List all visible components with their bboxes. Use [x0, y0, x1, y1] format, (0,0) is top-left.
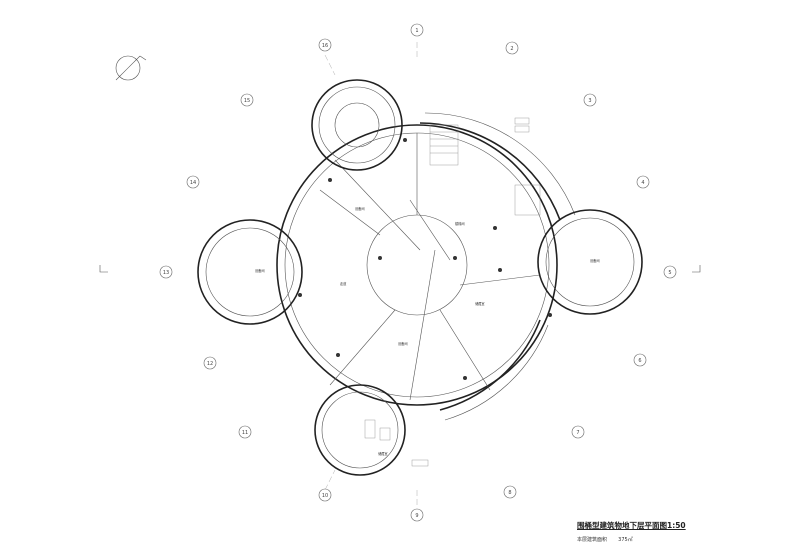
room-label: 走道	[340, 281, 347, 286]
svg-text:3: 3	[588, 98, 591, 104]
drawing-title: 围桶型建筑物地下层平面图1:50	[577, 521, 686, 530]
grid-bubble-16: 16	[318, 38, 332, 52]
grid-bubble-5: 5	[663, 265, 677, 279]
room-label: 设备间	[398, 341, 408, 346]
crop-marks	[99, 265, 701, 273]
main-building-rings	[276, 112, 576, 421]
south-equipment	[364, 419, 391, 441]
columns	[298, 138, 552, 380]
svg-text:8: 8	[508, 490, 511, 496]
room-label: 设备间	[255, 268, 265, 273]
area-note: 本层建筑面积 375㎡	[577, 536, 686, 543]
north-arrow-icon	[115, 55, 147, 81]
svg-text:16: 16	[322, 43, 328, 49]
grid-bubble-10: 10	[318, 488, 332, 502]
grid-bubble-4: 4	[636, 175, 650, 189]
svg-text:7: 7	[576, 430, 579, 436]
grid-bubble-14: 14	[186, 175, 200, 189]
svg-text:11: 11	[242, 430, 248, 436]
grid-bubble-8: 8	[503, 485, 517, 499]
svg-text:2: 2	[510, 46, 513, 52]
title-block: 围桶型建筑物地下层平面图1:50 本层建筑面积 375㎡	[577, 520, 686, 543]
svg-text:14: 14	[190, 180, 196, 186]
grid-bubble-6: 6	[633, 353, 647, 367]
area-label: 本层建筑面积	[577, 537, 608, 543]
grid-bubble-3: 3	[583, 93, 597, 107]
svg-text:9: 9	[415, 513, 418, 519]
legend-boxes	[411, 117, 530, 467]
svg-text:5: 5	[668, 270, 671, 276]
area-value: 375㎡	[618, 537, 633, 543]
east-lobe	[537, 209, 643, 315]
stair-hatch	[429, 124, 541, 216]
room-label: 楼梯间	[455, 221, 465, 226]
grid-bubble-7: 7	[571, 425, 585, 439]
svg-text:15: 15	[244, 98, 250, 104]
radial-walls	[319, 133, 541, 401]
west-lobe	[197, 219, 303, 325]
grid-bubble-11: 11	[238, 425, 252, 439]
grid-bubble-13: 13	[159, 265, 173, 279]
grid-bubble-2: 2	[505, 41, 519, 55]
svg-text:6: 6	[638, 358, 641, 364]
room-label: 设备间	[590, 258, 600, 263]
room-label: 设备间	[355, 206, 365, 211]
room-label: 储藏室	[475, 301, 485, 306]
svg-text:1: 1	[415, 28, 418, 34]
grid-bubble-12: 12	[203, 356, 217, 370]
grid-bubble-9: 9	[410, 508, 424, 522]
svg-text:4: 4	[641, 180, 644, 186]
south-lobe	[314, 384, 406, 476]
grid-axes	[324, 42, 418, 508]
room-label: 储藏室	[378, 451, 388, 456]
svg-text:12: 12	[207, 361, 213, 367]
grid-bubble-1: 1	[410, 23, 424, 37]
svg-text:13: 13	[163, 270, 169, 276]
svg-text:10: 10	[322, 493, 328, 499]
grid-bubble-15: 15	[240, 93, 254, 107]
north-lobe	[311, 79, 403, 171]
